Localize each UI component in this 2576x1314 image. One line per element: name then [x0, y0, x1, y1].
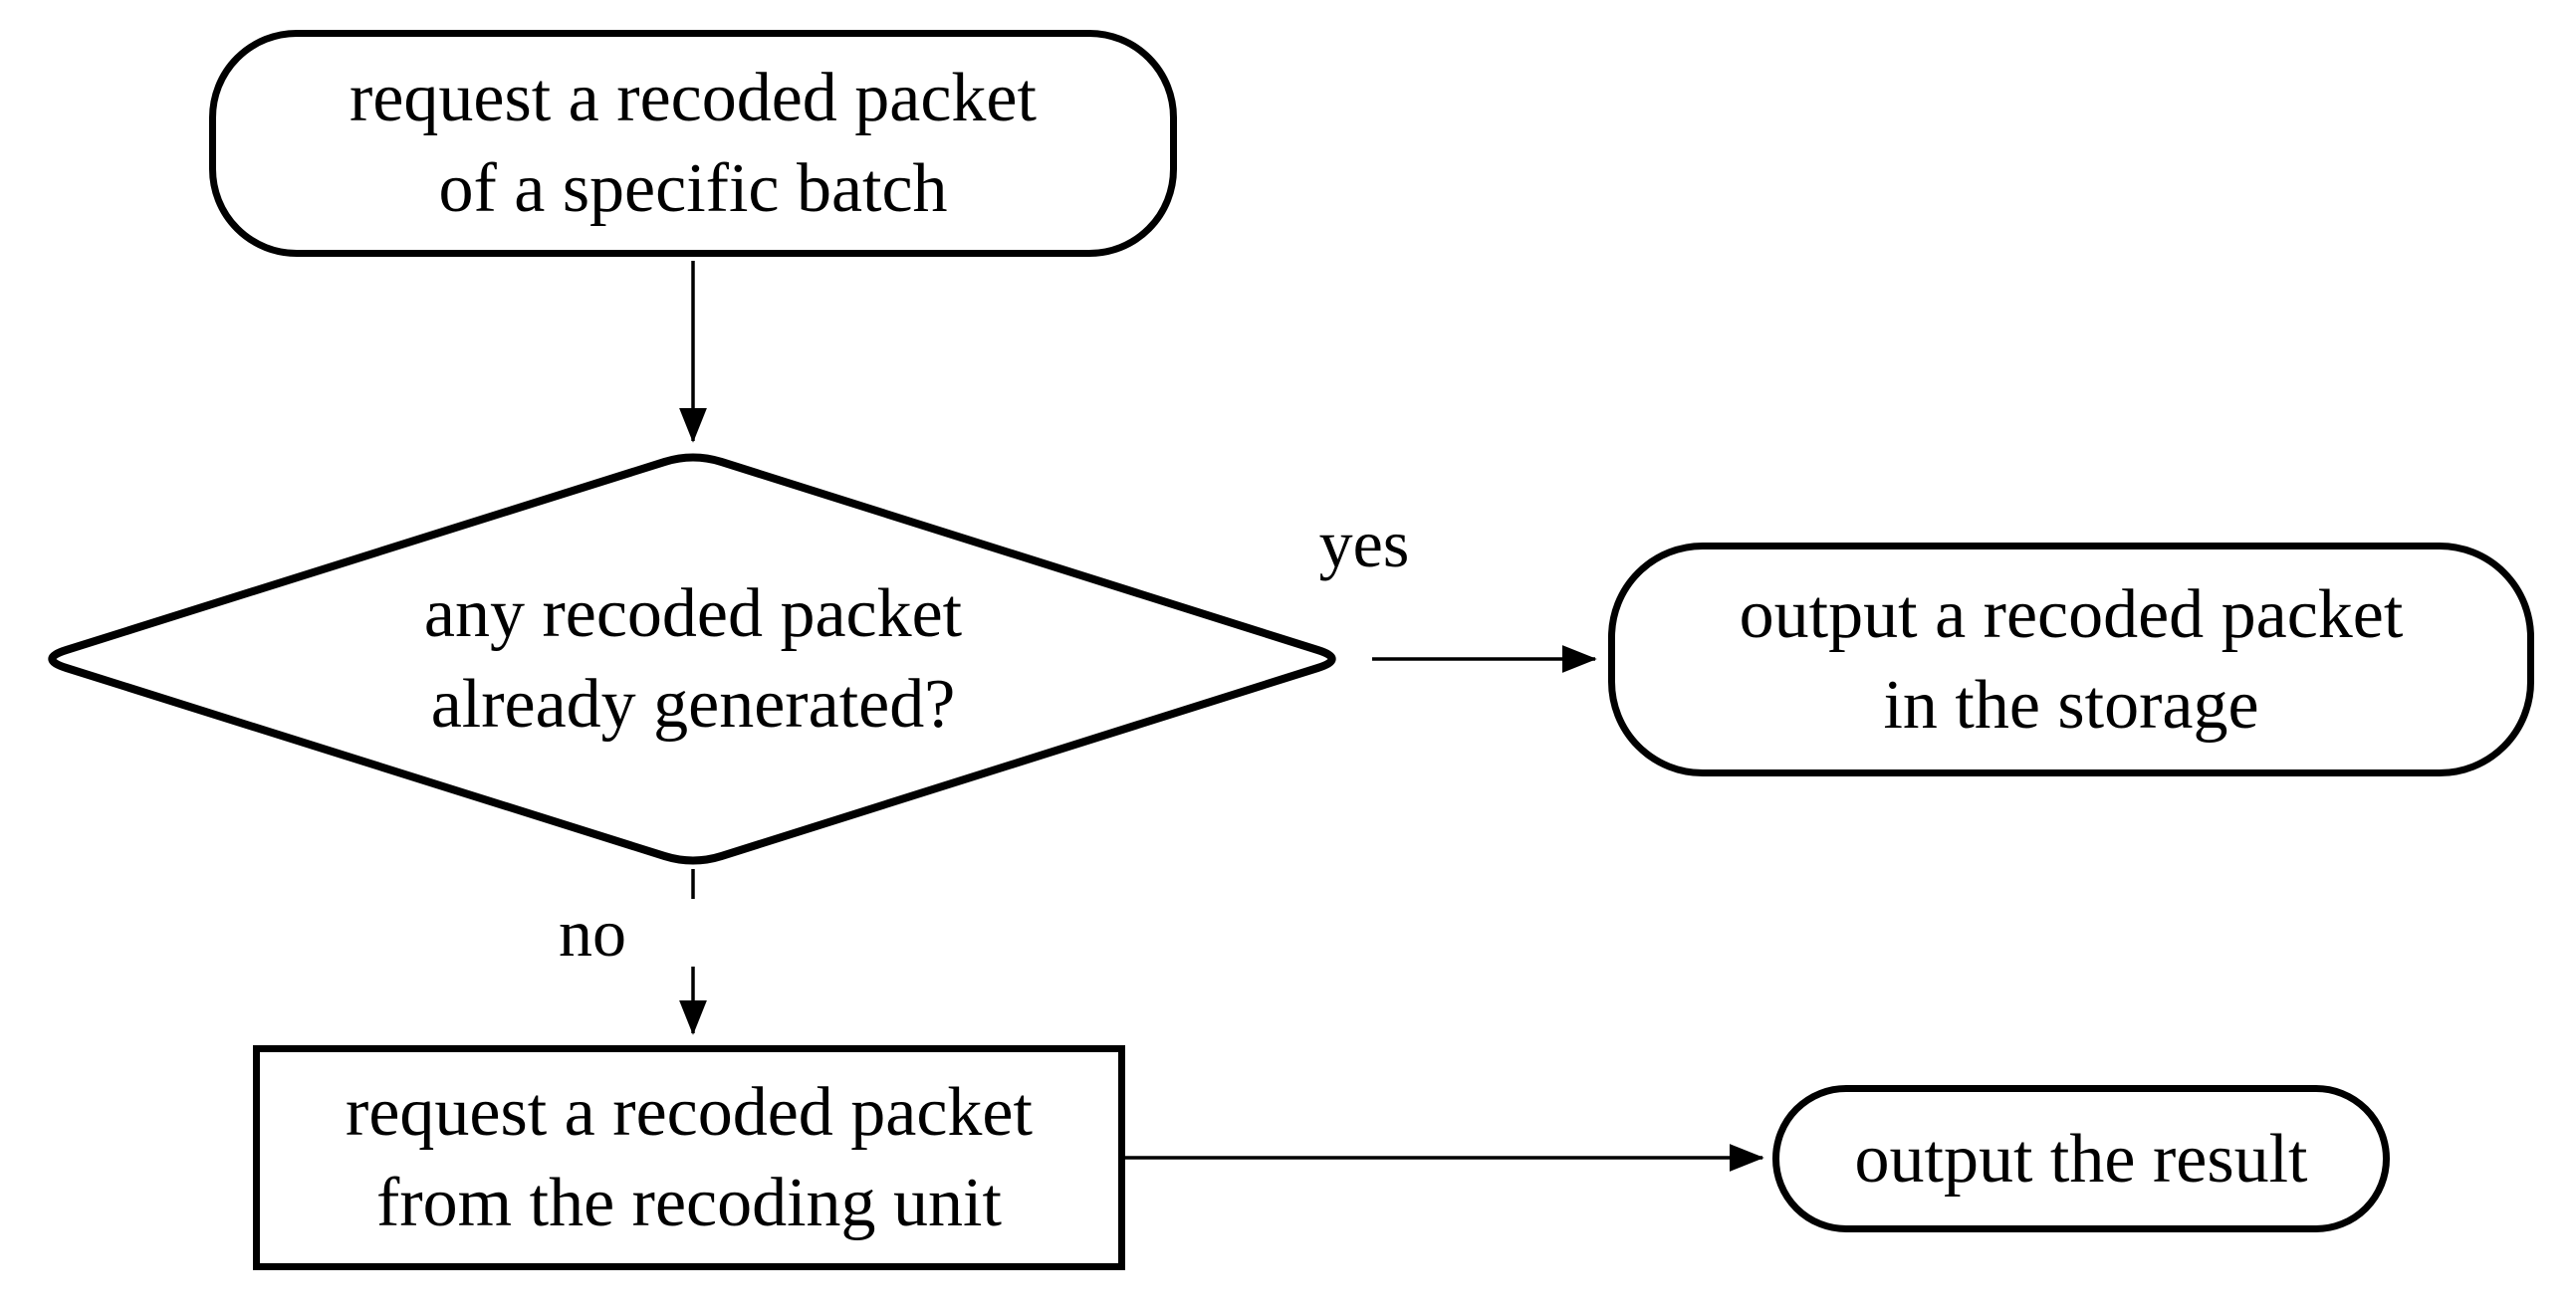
edge-label-yes: yes: [1250, 510, 1479, 577]
node-label-line: output the result: [1854, 1120, 2308, 1198]
node-label-line: output a recoded packet: [1739, 575, 2404, 653]
node-output-the-result: output the result: [1772, 1085, 2390, 1232]
node-label-line: already generated?: [430, 666, 956, 743]
node-decision-any-recoded-packet: any recoded packet already generated?: [195, 510, 1191, 808]
node-output-recoded-packet-storage: output a recoded packet in the storage: [1608, 543, 2534, 776]
node-request-from-recoding-unit: request a recoded packet from the recodi…: [253, 1045, 1125, 1270]
node-label-line: request a recoded packet: [346, 1074, 1033, 1151]
node-label-line: in the storage: [1883, 666, 2259, 744]
node-label-line: of a specific batch: [438, 150, 948, 227]
node-label-line: from the recoding unit: [376, 1165, 1002, 1241]
node-label-line: any recoded packet: [423, 575, 963, 652]
edge-label-no: no: [478, 899, 707, 967]
node-request-specific-batch: request a recoded packet of a specific b…: [209, 30, 1177, 257]
node-label-line: request a recoded packet: [350, 60, 1037, 136]
decision-diamond-shape: [48, 453, 1336, 865]
